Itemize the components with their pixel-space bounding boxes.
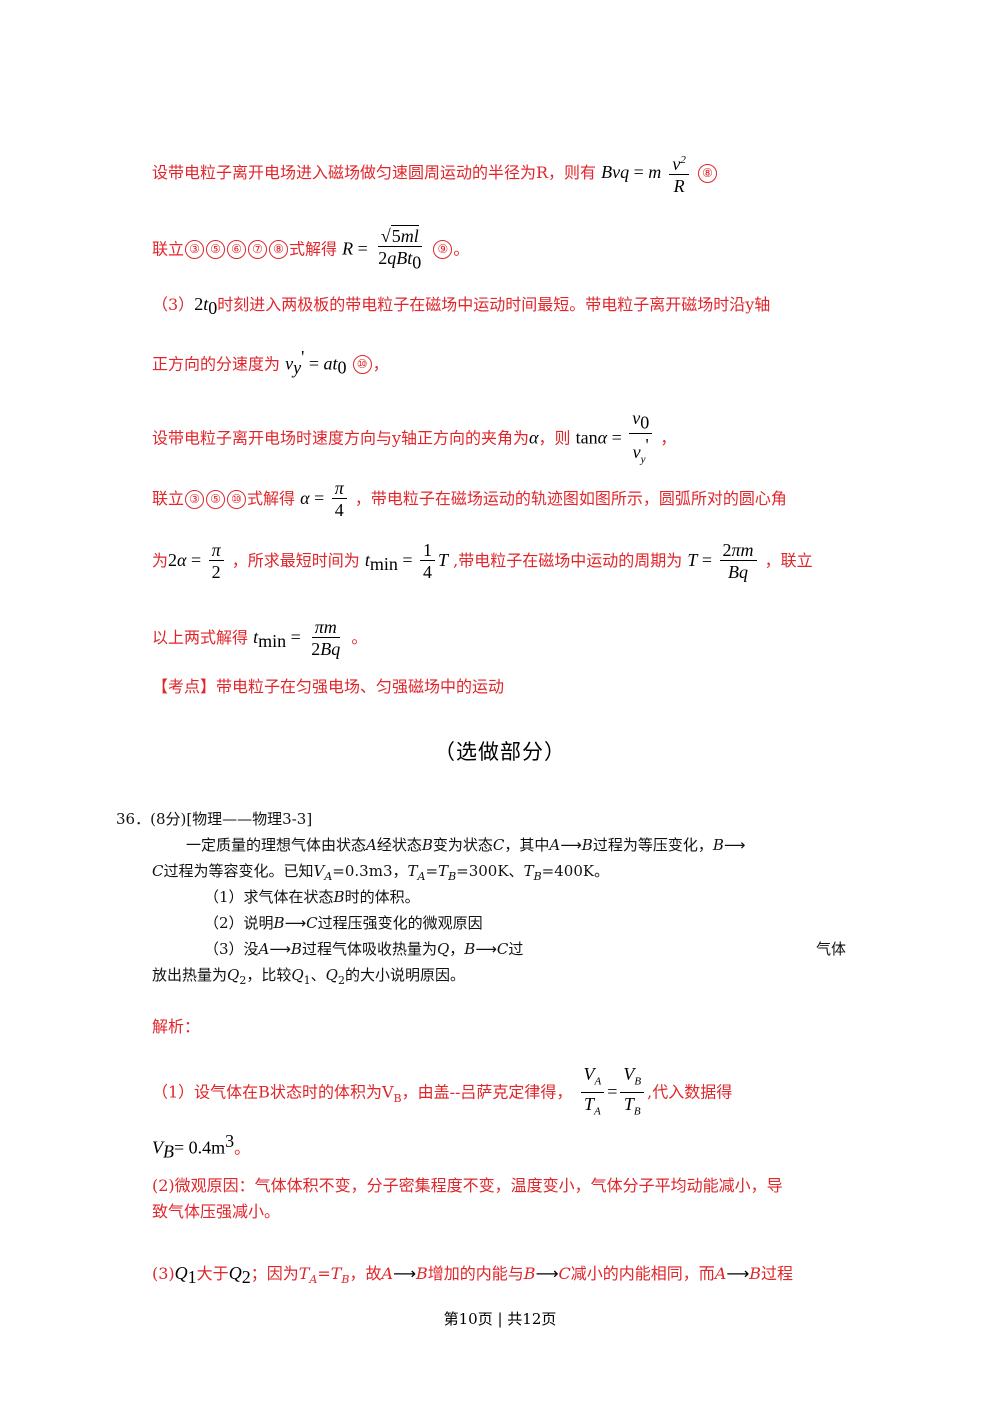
part3-line2: 正方向的分速度为 vy' = at0 ⑩， xyxy=(152,347,389,378)
answer-2: (2)微观原因：气体体积不变，分子密集程度不变，温度变小，气体分子平均动能减小，… xyxy=(152,1176,783,1195)
page-footer: 第10页 | 共12页 xyxy=(443,1310,557,1328)
answer-1-result: VB= 0.4m3。 xyxy=(152,1131,251,1162)
answer-label: 解析： xyxy=(152,1017,201,1036)
q36-q2: （2）说明B⟶C过程压强变化的微观原因 xyxy=(204,914,483,932)
circle-number-8: ⑧ xyxy=(697,164,717,183)
q36-header: 36．(8分)[物理——物理3-3] xyxy=(116,810,313,828)
part3-line1: （3）2t0时刻进入两极板的带电粒子在磁场中运动时间最短。带电粒子离开磁场时沿y… xyxy=(152,294,771,319)
formula-bvq: Bvq xyxy=(601,162,630,182)
answer-3: (3)Q1大于Q2；因为TA=TB，故A⟶B增加的内能与B⟶C减小的内能相同，而… xyxy=(152,1263,794,1288)
section-heading: （选做部分） xyxy=(434,740,566,764)
circle-number-9: ⑨ xyxy=(433,240,453,260)
circle-number-10: ⑩ xyxy=(352,355,372,375)
kaodian-line: 【考点】带电粒子在匀强电场、匀强磁场中的运动 xyxy=(152,677,505,696)
q36-line1: 一定质量的理想气体由状态A经状态B变为状态C，其中A⟶B过程为等压变化，B⟶ xyxy=(186,836,746,854)
answer-2-line2: 致气体压强减小。 xyxy=(152,1202,281,1221)
q36-q3-line2: 放出热量为Q2，比较Q1、Q2的大小说明原因。 xyxy=(152,966,465,987)
q36-q3-tail: 气体 xyxy=(816,940,847,958)
q36-line2: C过程为等容变化。已知VA=0.3m3，TA=TB=300K、TB=400K。 xyxy=(152,862,610,883)
q36-q3: （3）没A⟶B过程气体吸收热量为Q，B⟶C过 xyxy=(204,940,524,958)
q36-q1: （1）求气体在状态B时的体积。 xyxy=(204,888,420,906)
